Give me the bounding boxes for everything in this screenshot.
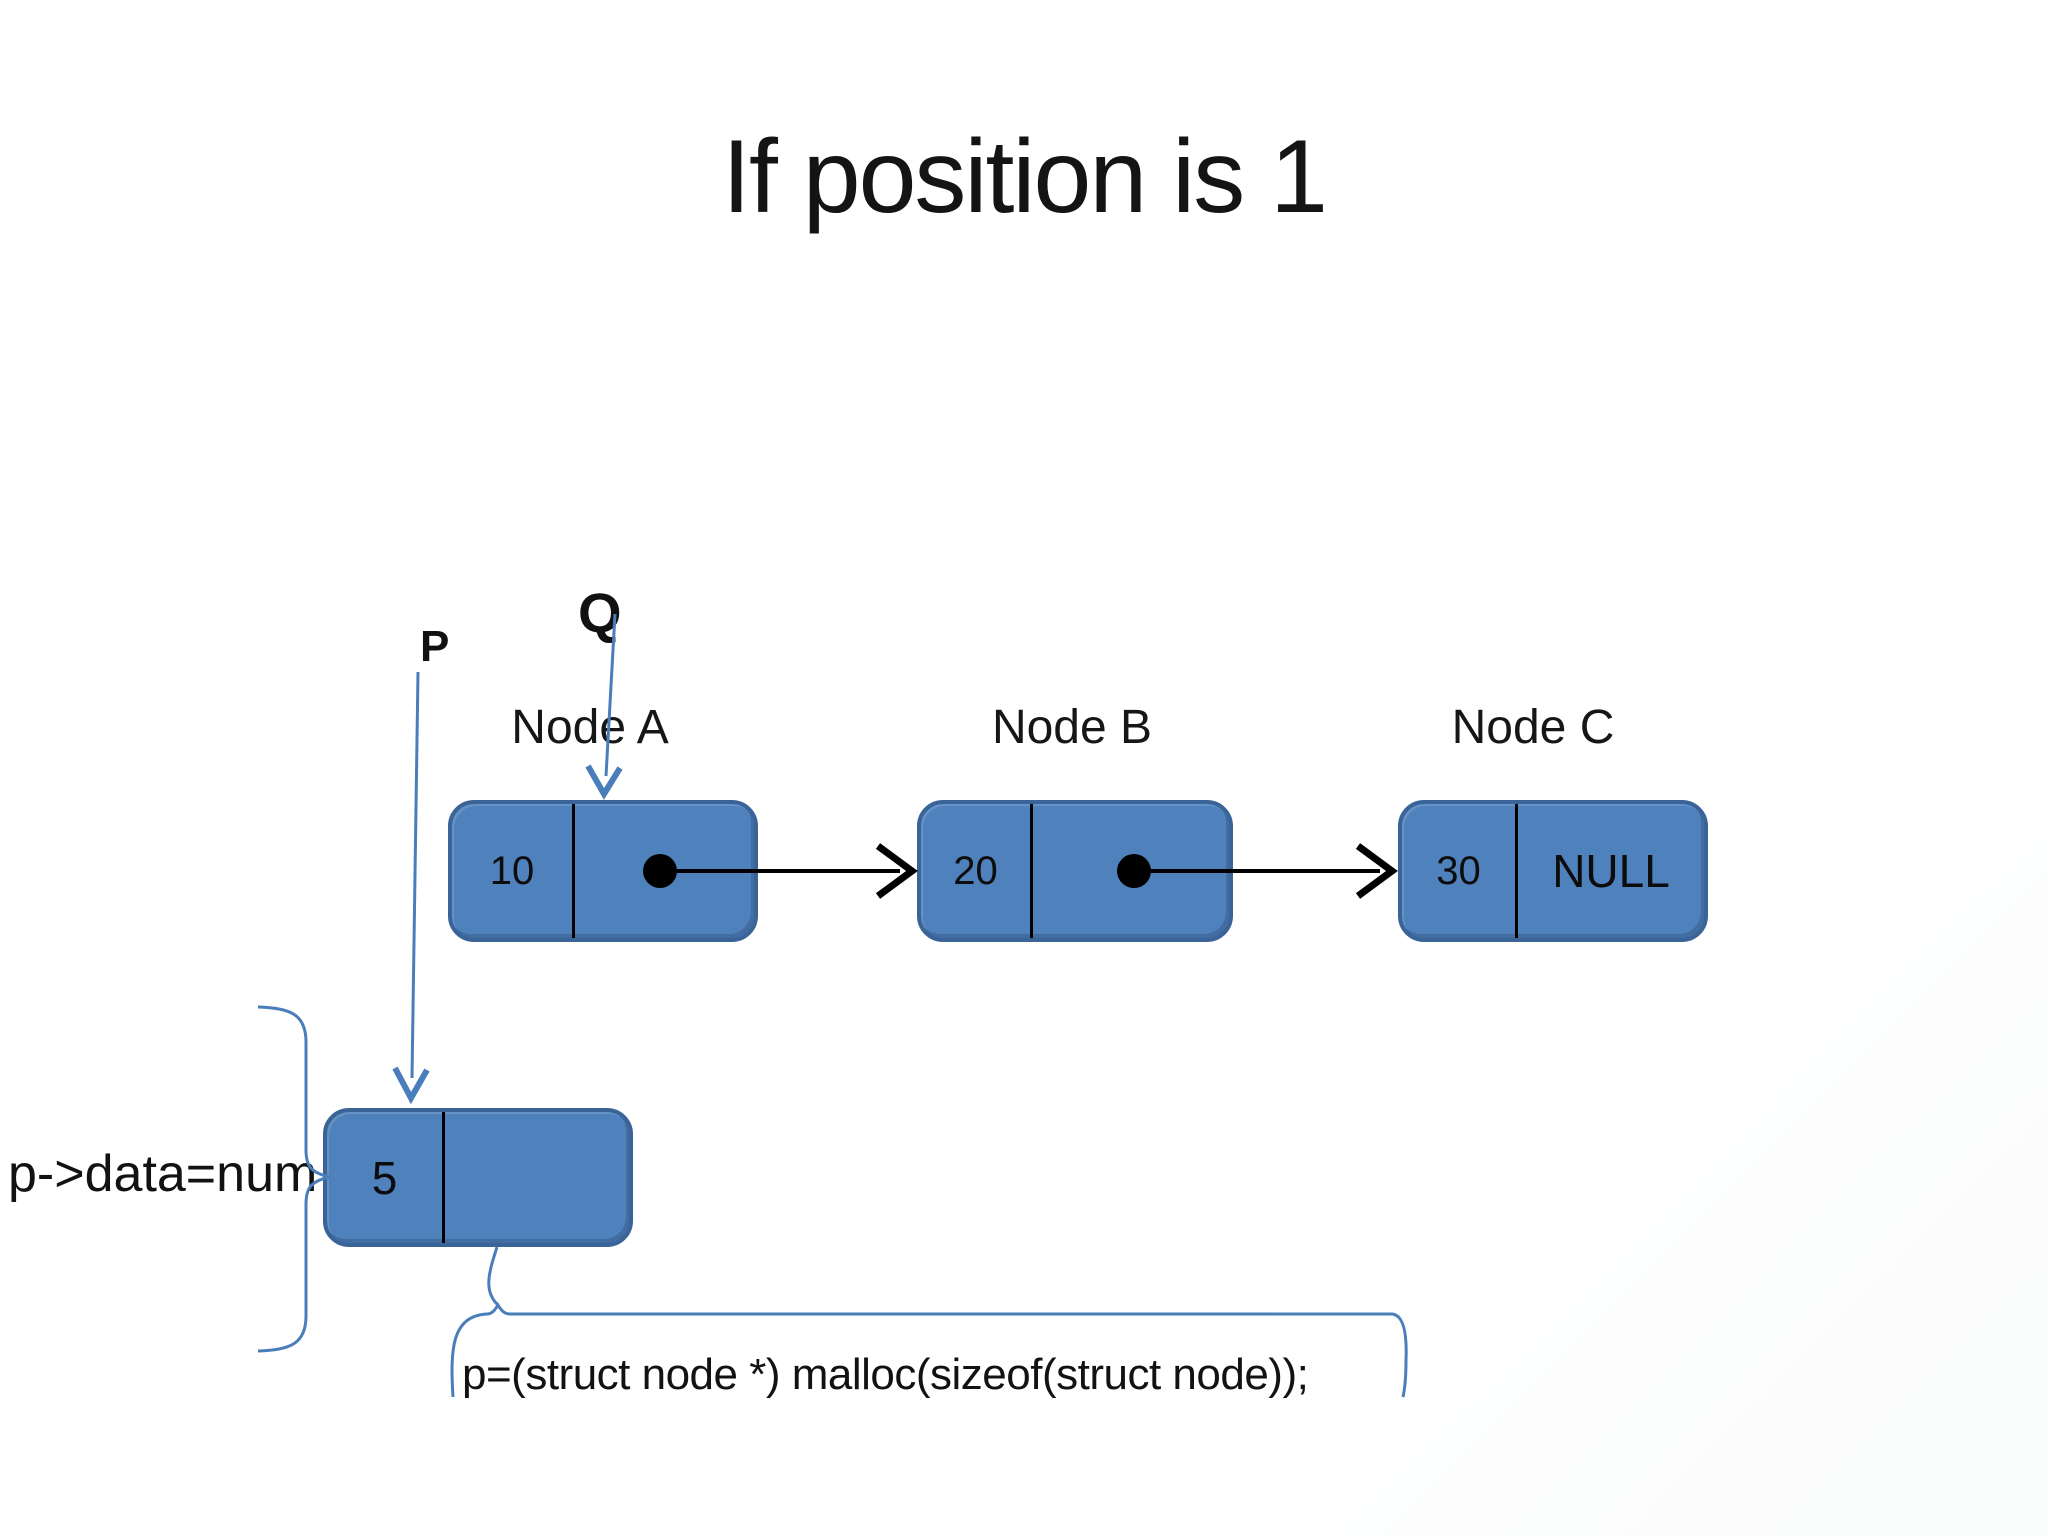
malloc-brace-tail <box>487 1246 500 1307</box>
p-pointer-arrow-line <box>410 671 420 1079</box>
node-a-caption: Node A <box>511 701 669 754</box>
node-a-data-cell: 10 <box>452 804 575 938</box>
node-a-box: 10 <box>448 800 758 942</box>
node-b-caption: Node B <box>991 701 1153 754</box>
link-arrow-b-c-head <box>1355 843 1398 899</box>
new-node-next-cell <box>445 1112 629 1243</box>
q-pointer-arrow-head <box>585 764 623 800</box>
node-b-box: 20 <box>917 800 1233 942</box>
node-c-caption: Node C <box>1451 701 1615 754</box>
p-pointer-arrow-head <box>392 1066 430 1105</box>
pointer-q-label: Q <box>578 581 622 644</box>
link-arrow-a-b-head <box>875 843 918 899</box>
node-b-next-cell <box>1033 804 1229 938</box>
node-c-box: 30 NULL <box>1398 800 1708 942</box>
pointer-p-label: P <box>420 622 450 671</box>
node-a-next-cell <box>575 804 754 938</box>
malloc-code-text: p=(struct node *) malloc(sizeof(struct n… <box>462 1350 1309 1399</box>
data-assignment-text: p->data=num <box>8 1145 318 1203</box>
new-node-data-cell: 5 <box>327 1112 445 1243</box>
node-c-next-cell: NULL <box>1552 845 1670 897</box>
new-node-box: 5 <box>323 1108 633 1247</box>
node-b-data-cell: 20 <box>921 804 1033 938</box>
slide-title: If position is 1 <box>722 119 1328 235</box>
node-c-data-cell: 30 <box>1402 804 1518 938</box>
